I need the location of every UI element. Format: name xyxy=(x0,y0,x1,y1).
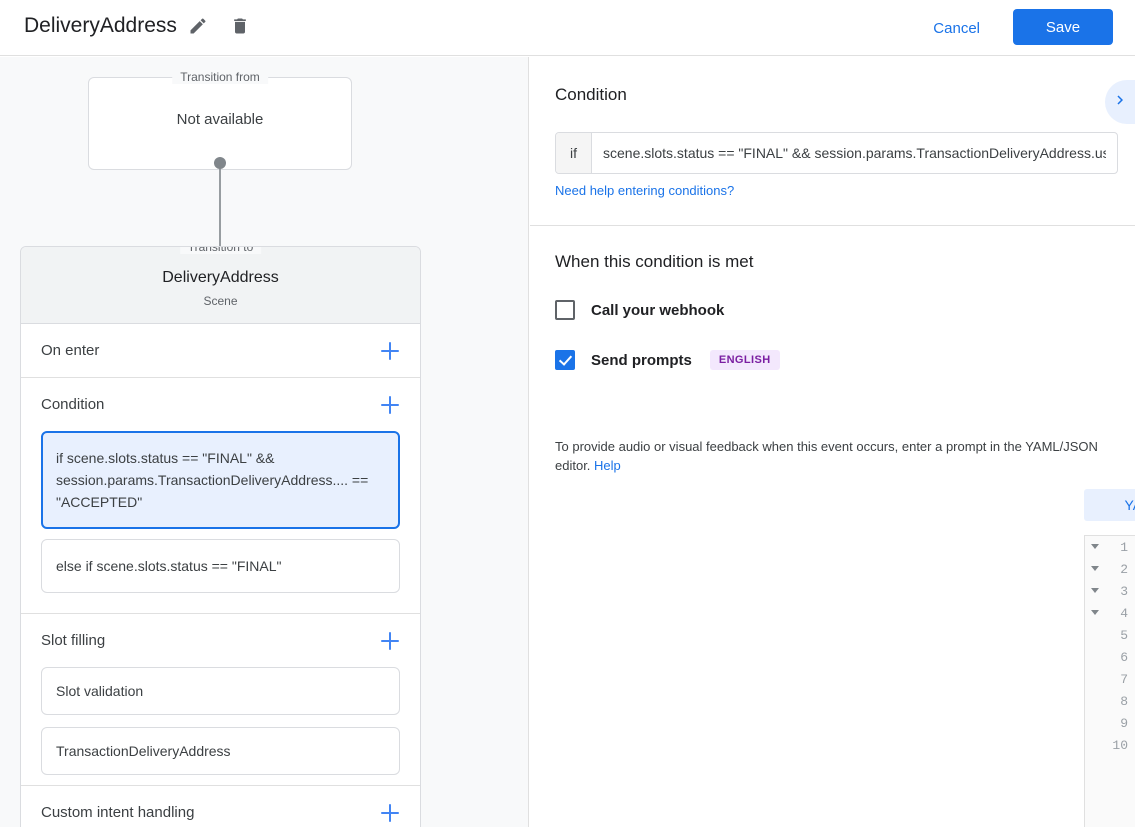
fold-triangle-icon[interactable] xyxy=(1091,544,1099,549)
condition-item-selected[interactable]: if scene.slots.status == "FINAL" && sess… xyxy=(41,431,400,529)
add-on-enter-button[interactable] xyxy=(378,339,402,363)
transition-from-legend: Transition from xyxy=(172,70,268,84)
send-prompts-label: Send prompts xyxy=(591,351,692,369)
section-condition: Condition if scene.slots.status == "FINA… xyxy=(21,378,420,614)
section-on-enter-header[interactable]: On enter xyxy=(21,324,420,377)
add-custom-intent-button[interactable] xyxy=(378,801,402,825)
condition-input-row: if xyxy=(555,132,1118,174)
section-divider xyxy=(530,225,1135,226)
transition-to-card: Transition to DeliveryAddress Scene On e… xyxy=(20,246,421,827)
section-slot-filling-label: Slot filling xyxy=(41,632,106,649)
add-condition-button[interactable] xyxy=(378,393,402,417)
condition-item[interactable]: else if scene.slots.status == "FINAL" xyxy=(41,539,400,593)
call-webhook-row[interactable]: Call your webhook xyxy=(555,300,724,320)
condition-help-link[interactable]: Need help entering conditions? xyxy=(555,183,735,198)
section-custom-intent-label: Custom intent handling xyxy=(41,804,195,821)
section-slot-filling: Slot filling Slot validation Transaction… xyxy=(21,614,420,786)
section-slot-filling-header[interactable]: Slot filling xyxy=(21,614,420,667)
language-badge: ENGLISH xyxy=(709,350,780,370)
call-webhook-checkbox[interactable] xyxy=(555,300,575,320)
prompts-helper-sentence: To provide audio or visual feedback when… xyxy=(555,439,1098,473)
send-prompts-checkbox[interactable] xyxy=(555,350,575,370)
editor-line-number: 9 xyxy=(1120,715,1128,731)
delete-button[interactable] xyxy=(226,14,254,42)
editor-line-number: 1 xyxy=(1085,536,1135,558)
transition-from-value: Not available xyxy=(176,111,264,128)
transition-to-type: Scene xyxy=(203,294,238,308)
list-item-transaction-delivery-address[interactable]: TransactionDeliveryAddress xyxy=(41,727,400,775)
prompts-help-link[interactable]: Help xyxy=(594,458,621,473)
edit-name-button[interactable] xyxy=(184,14,212,42)
collapse-panel-button[interactable] xyxy=(1105,80,1135,124)
section-on-enter-label: On enter xyxy=(41,342,100,359)
save-button[interactable]: Save xyxy=(1013,9,1113,45)
fold-triangle-icon[interactable] xyxy=(1091,566,1099,571)
add-slot-filling-button[interactable] xyxy=(378,629,402,653)
editor-format-tabs: YAML JSON xyxy=(1084,489,1135,521)
section-condition-header[interactable]: Condition xyxy=(21,378,420,431)
condition-list: if scene.slots.status == "FINAL" && sess… xyxy=(21,431,420,613)
left-panel: Transition from Not available Transition… xyxy=(0,57,529,827)
section-custom-intent-header[interactable]: Custom intent handling xyxy=(21,786,420,827)
when-condition-met-title: When this condition is met xyxy=(555,252,754,271)
fold-triangle-icon[interactable] xyxy=(1091,588,1099,593)
editor-line-number: 10 xyxy=(1112,737,1128,753)
trash-icon xyxy=(230,16,250,41)
call-webhook-label: Call your webhook xyxy=(591,301,725,319)
right-panel: Condition if Need help entering conditio… xyxy=(530,57,1135,827)
section-condition-label: Condition xyxy=(41,396,105,413)
page-title: DeliveryAddress xyxy=(24,14,177,37)
condition-if-prefix: if xyxy=(556,133,592,173)
transition-to-name: DeliveryAddress xyxy=(162,269,279,286)
section-on-enter: On enter xyxy=(21,324,420,378)
editor-line-number: 5 xyxy=(1120,627,1128,643)
transition-from-card: Transition from Not available xyxy=(88,70,352,170)
tab-yaml[interactable]: YAML xyxy=(1084,489,1135,521)
transition-to-header: Transition to DeliveryAddress Scene xyxy=(21,247,420,324)
editor-line-number: 2 xyxy=(1085,558,1135,580)
editor-line-number: 6 xyxy=(1120,649,1128,665)
editor-line-number: 4 xyxy=(1085,602,1135,624)
editor-line-number: 3 xyxy=(1085,580,1135,602)
prompts-helper-text: To provide audio or visual feedback when… xyxy=(555,437,1115,475)
cancel-button[interactable]: Cancel xyxy=(933,20,980,37)
condition-input[interactable] xyxy=(592,133,1117,173)
app-bar: DeliveryAddress Cancel Save xyxy=(0,0,1135,56)
list-item-slot-validation[interactable]: Slot validation xyxy=(41,667,400,715)
section-custom-intent-handling: Custom intent handling xyxy=(21,786,420,827)
fold-triangle-icon[interactable] xyxy=(1091,610,1099,615)
chevron-right-icon xyxy=(1111,91,1129,114)
pencil-icon xyxy=(188,16,208,41)
slot-filling-list: Slot validation TransactionDeliveryAddre… xyxy=(21,667,420,785)
transition-to-legend: Transition to xyxy=(179,247,262,254)
editor-line-number: 7 xyxy=(1120,671,1128,687)
editor-line-number: 8 xyxy=(1120,693,1128,709)
send-prompts-row[interactable]: Send prompts ENGLISH xyxy=(555,350,780,370)
condition-panel-title: Condition xyxy=(555,85,627,104)
